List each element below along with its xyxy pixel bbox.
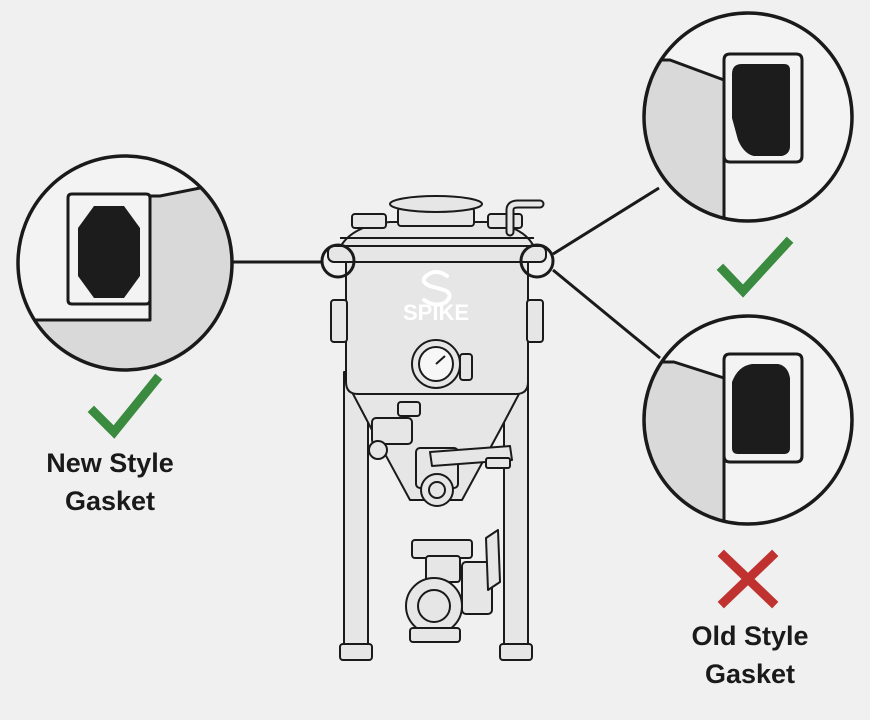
tank-handle-right	[526, 299, 544, 343]
clamp-detail-ring-left	[320, 243, 356, 279]
caption-old-style-line2: Gasket	[704, 659, 796, 689]
spike-logo-text: SPIKE	[403, 300, 469, 325]
tank-body	[345, 261, 529, 395]
dump-valve	[415, 445, 513, 507]
gasket-upper-right	[732, 64, 790, 156]
caption-old-style-gasket: Old Style Gasket	[670, 617, 830, 693]
check-mark-icon-upper-right	[716, 236, 794, 298]
clamp-detail-ring-right	[519, 243, 555, 279]
callout-lines	[231, 186, 661, 360]
gasket-new-style	[78, 206, 140, 298]
detail-circle-old-style	[642, 314, 854, 526]
lid-port-top	[389, 195, 483, 213]
caption-new-style-gasket: New Style Gasket	[30, 444, 190, 520]
detail-circle-upper-right	[642, 11, 854, 223]
fermenter-tank	[320, 195, 555, 661]
caption-old-style-line1: Old Style	[691, 621, 809, 651]
blowoff-tube	[505, 199, 545, 237]
leader-line-upper-right	[552, 186, 660, 256]
check-mark-icon-new-style	[87, 373, 163, 439]
bottom-outlet	[405, 529, 501, 643]
leader-line-lower-right	[552, 268, 661, 360]
gasket-old-style	[732, 364, 790, 454]
caption-new-style-line1: New Style	[46, 448, 174, 478]
spike-logo-icon	[421, 270, 452, 307]
x-mark-icon-old-style	[717, 549, 779, 609]
tank-handle-left	[330, 299, 348, 343]
spike-logo: SPIKE	[403, 270, 469, 325]
detail-circle-new-style	[16, 154, 234, 372]
caption-new-style-line2: Gasket	[64, 486, 156, 516]
side-valve	[368, 401, 421, 460]
tank-clamp-ring	[327, 245, 547, 263]
thermometer-gauge	[411, 339, 473, 389]
